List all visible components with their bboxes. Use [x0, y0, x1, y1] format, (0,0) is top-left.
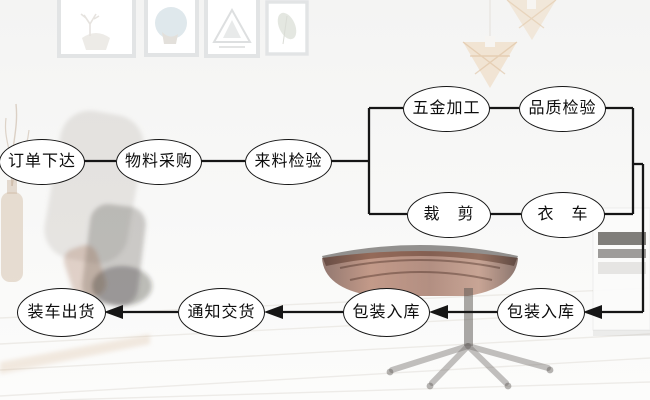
- decor-chair-base: [386, 288, 554, 390]
- node-sewing: 衣 车: [521, 192, 605, 238]
- arrowhead-into-packing-left: [429, 305, 448, 319]
- decor-frame-planet: [144, 0, 199, 57]
- decor-pendant-lamps: [462, 0, 557, 88]
- node-packing-warehousing-right: 包装入库: [497, 288, 585, 337]
- node-order-placed: 订单下达: [0, 139, 85, 185]
- decor-cabinet: [592, 207, 650, 336]
- node-cutting: 裁 剪: [407, 192, 491, 238]
- node-packing-warehousing-left: 包装入库: [343, 288, 430, 337]
- node-material-purchase: 物料采购: [116, 139, 202, 185]
- node-delivery-notice: 通知交货: [178, 288, 265, 337]
- node-load-and-ship: 装车出货: [17, 288, 106, 337]
- arrowhead-into-ship: [104, 305, 123, 319]
- arrowhead-into-packing-right: [583, 305, 602, 319]
- decor-picture-frames: [57, 0, 309, 58]
- decor-frame-deer: [57, 0, 136, 58]
- decor-frame-leaf: [265, 0, 309, 56]
- arrowhead-into-notice: [264, 305, 283, 319]
- decor-floor-warm-streak: [0, 334, 150, 374]
- decor-frame-triangle: [204, 0, 260, 58]
- decor-ottoman: [322, 245, 518, 296]
- node-incoming-inspection: 来料检验: [245, 139, 332, 185]
- node-quality-inspection: 品质检验: [519, 86, 606, 132]
- node-hardware-processing: 五金加工: [403, 86, 490, 132]
